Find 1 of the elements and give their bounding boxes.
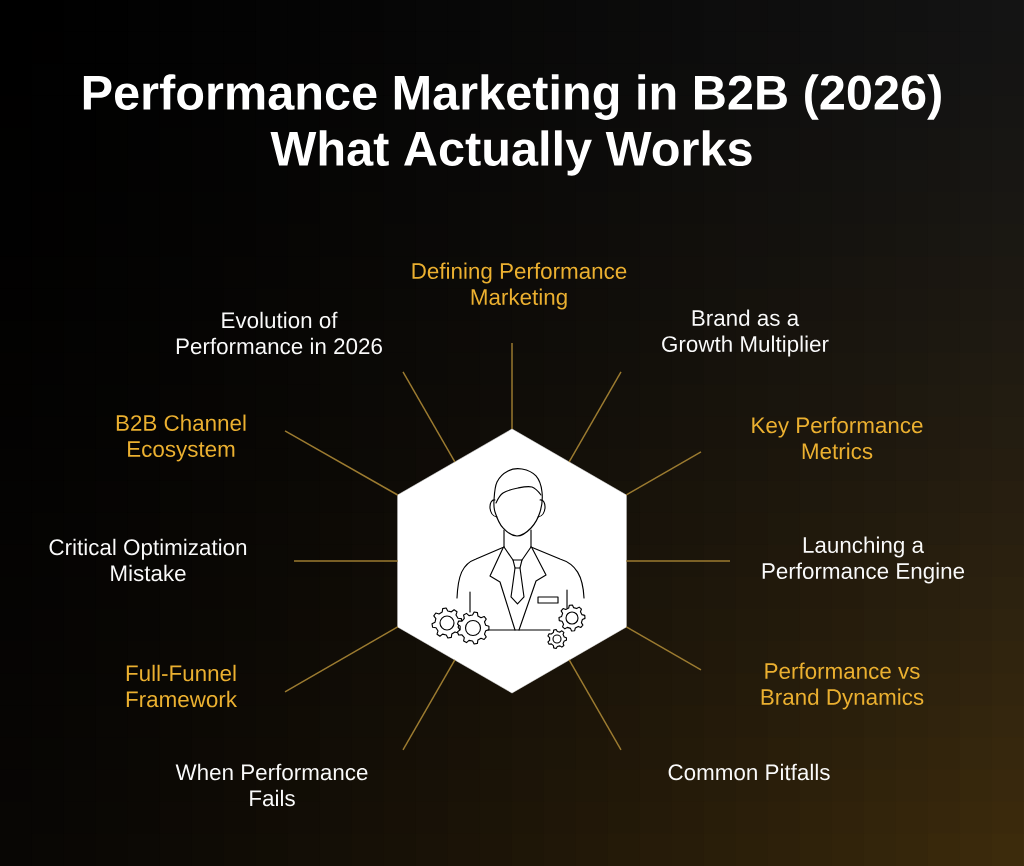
title: Performance Marketing in B2B (2026) What Actually Works bbox=[83, 74, 941, 176]
